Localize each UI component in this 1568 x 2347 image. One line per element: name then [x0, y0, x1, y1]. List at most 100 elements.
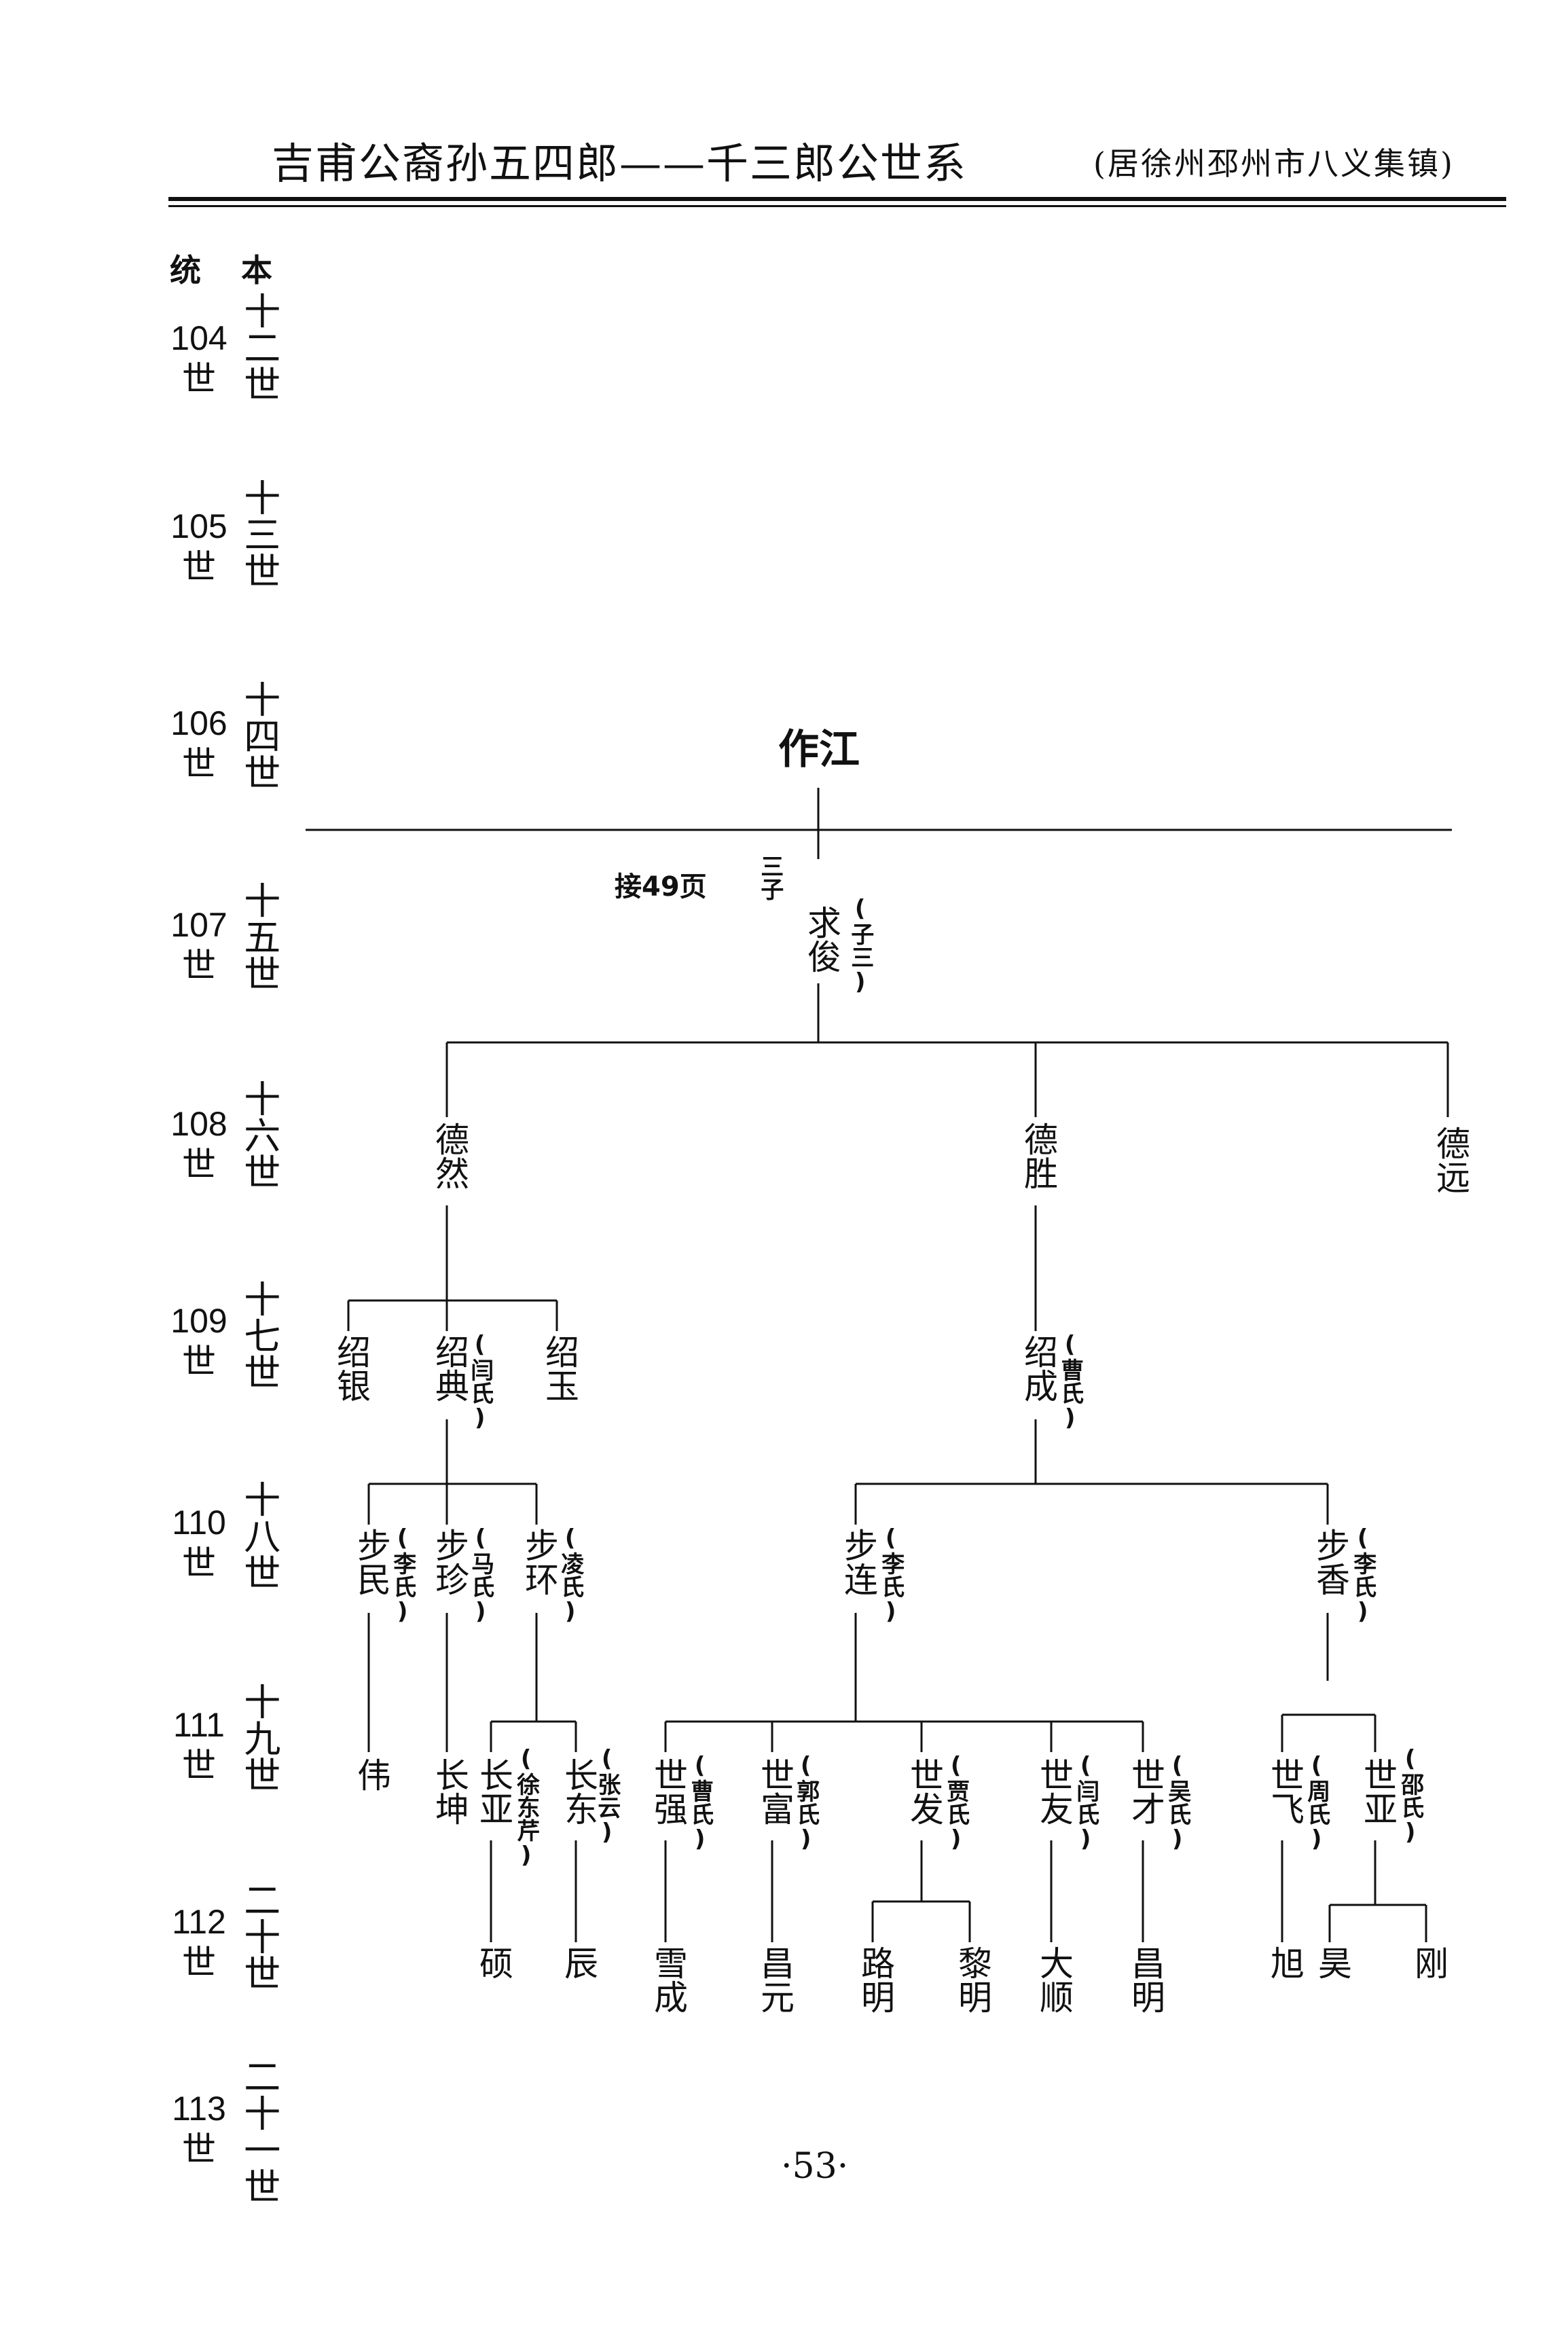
generation-label: 106 世	[151, 703, 247, 784]
tong-shi: 世	[182, 1343, 216, 1381]
tong-shi: 世	[182, 548, 216, 586]
header-rule-thin	[168, 205, 1506, 207]
tong-shi: 世	[182, 2130, 216, 2168]
person-name: 大顺	[1034, 1946, 1074, 2014]
person-spouse: (贾氏)	[942, 1752, 970, 1853]
person-name: 刚	[1409, 1946, 1448, 1980]
generation-label: 113 世	[151, 2088, 247, 2170]
person-name: 辰	[559, 1946, 598, 1980]
son-order-note: 三子	[756, 854, 784, 900]
person-spouse: (李氏)	[388, 1525, 416, 1625]
person-name: 步香	[1311, 1528, 1350, 1596]
person-spouse: (郭氏)	[792, 1752, 820, 1853]
generation-label: 104 世	[151, 318, 247, 399]
person-spouse: (马氏)	[467, 1525, 494, 1625]
tong-number: 111	[172, 1706, 225, 1744]
person-name: 绍玉	[540, 1334, 579, 1402]
person-name: 德远	[1431, 1126, 1470, 1194]
person-name: 绍典	[430, 1334, 469, 1402]
person-name: 德然	[430, 1122, 469, 1190]
person-name: 长坤	[430, 1758, 469, 1825]
person-spouse: (张云)	[593, 1745, 621, 1846]
person-name: 世发	[905, 1758, 944, 1825]
person-name: 路明	[856, 1946, 895, 2014]
person-spouse: (子三)	[846, 895, 874, 996]
person-name: 伟	[352, 1758, 391, 1791]
person-name: 德胜	[1019, 1122, 1058, 1190]
tong-number: 109	[170, 1302, 227, 1340]
tong-number: 107	[170, 906, 227, 944]
person-spouse: (凌氏)	[556, 1525, 584, 1625]
tong-number: 113	[172, 2090, 226, 2128]
header-rule-thick	[168, 197, 1506, 201]
ben-generation: 十六世	[237, 1080, 280, 1190]
tong-shi: 世	[182, 947, 216, 985]
tong-shi: 世	[182, 745, 216, 783]
person-spouse: (吴氏)	[1163, 1752, 1191, 1853]
person-name: 求俊	[802, 905, 841, 973]
page-subtitle: (居徐州邳州市八义集镇)	[1093, 145, 1455, 182]
tong-number: 106	[170, 704, 227, 742]
tong-shi: 世	[182, 1944, 216, 1982]
generation-label: 107 世	[151, 905, 247, 986]
ben-generation: 十八世	[237, 1480, 280, 1590]
person-name: 世亚	[1358, 1758, 1398, 1825]
person-name: 长东	[559, 1758, 598, 1825]
person-name: 世飞	[1265, 1758, 1305, 1825]
generation-label: 108 世	[151, 1104, 247, 1185]
tong-shi: 世	[182, 1747, 216, 1785]
person-name: 昊	[1313, 1946, 1352, 1980]
tong-number: 108	[170, 1105, 227, 1143]
person-name: 步民	[352, 1528, 391, 1596]
column-header-tong: 统	[170, 252, 201, 289]
tong-number: 104	[170, 319, 227, 357]
person-name: 昌明	[1126, 1946, 1165, 2014]
person-name: 步珍	[430, 1528, 469, 1596]
generation-label: 105 世	[151, 506, 247, 587]
person-name: 步连	[839, 1528, 878, 1596]
person-name: 旭	[1265, 1946, 1305, 1980]
person-spouse: (周氏)	[1302, 1752, 1330, 1853]
column-header-ben: 本	[241, 252, 272, 289]
person-name: 长亚	[474, 1758, 513, 1825]
ben-generation: 二十世	[237, 1881, 280, 1991]
person-spouse: (李氏)	[877, 1525, 905, 1625]
person-name: 绍银	[331, 1334, 371, 1402]
generation-label: 110 世	[151, 1502, 247, 1584]
person-name: 昌元	[755, 1946, 795, 2014]
tong-shi: 世	[182, 1146, 216, 1184]
person-name: 硕	[474, 1946, 513, 1980]
page-number: ·53·	[781, 2146, 849, 2187]
person-spouse: (曹氏)	[1056, 1331, 1084, 1432]
person-spouse: (闫氏)	[1072, 1752, 1099, 1853]
ben-generation: 二十一世	[237, 2058, 280, 2204]
person-name: 绍成	[1019, 1334, 1058, 1402]
ben-generation: 十二世	[237, 292, 280, 402]
tong-number: 105	[170, 507, 227, 545]
tong-number: 112	[172, 1903, 226, 1941]
person-spouse: (徐东芹)	[512, 1745, 540, 1869]
generation-label: 109 世	[151, 1300, 247, 1382]
tong-shi: 世	[182, 1544, 216, 1582]
person-name: 世富	[755, 1758, 795, 1825]
person-spouse: (邵氏)	[1396, 1745, 1424, 1846]
tong-shi: 世	[182, 360, 216, 398]
continuation-note: 接49页	[615, 871, 707, 903]
person-name: 步环	[519, 1528, 559, 1596]
ben-generation: 十五世	[237, 881, 280, 991]
person-spouse: (曹氏)	[686, 1752, 714, 1853]
root-ancestor-name: 作江	[778, 726, 860, 774]
tong-number: 110	[172, 1504, 226, 1542]
ben-generation: 十三世	[237, 479, 280, 589]
person-spouse: (李氏)	[1349, 1525, 1376, 1625]
person-spouse: (闫氏)	[466, 1331, 494, 1432]
ben-generation: 十四世	[237, 680, 280, 790]
generation-label: 112 世	[151, 1902, 247, 1983]
ben-generation: 十九世	[237, 1683, 280, 1793]
person-name: 世才	[1126, 1758, 1165, 1825]
person-name: 雪成	[649, 1946, 688, 2014]
person-name: 黎明	[953, 1946, 992, 2014]
person-name: 世友	[1034, 1758, 1074, 1825]
ben-generation: 十七世	[237, 1280, 280, 1390]
